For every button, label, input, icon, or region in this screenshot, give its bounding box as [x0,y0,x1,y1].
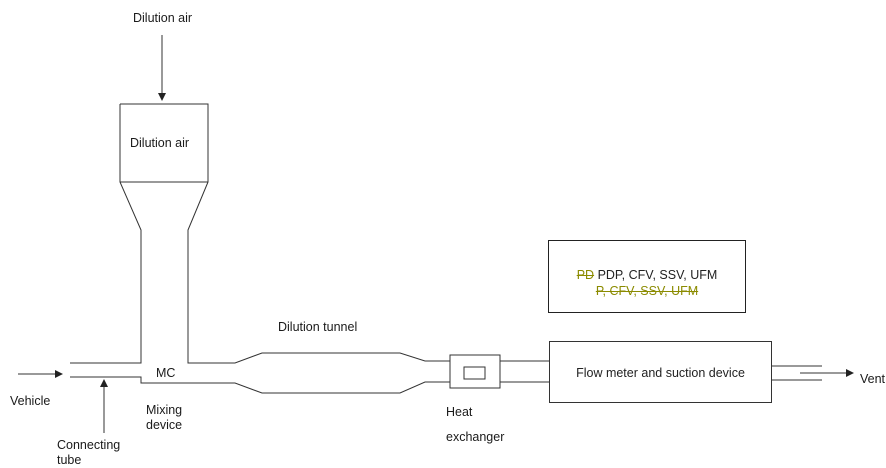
vent-label: Vent [860,372,886,386]
dilution-tunnel-label: Dilution tunnel [278,320,358,334]
deleted-types: P, CFV, SSV, UFM [595,284,699,298]
flow-meter-box: Flow meter and suction device [549,341,772,403]
tunnel-upper-wall [120,103,450,364]
current-types: PDP, CFV, SSV, UFM [597,268,718,282]
heat-exchanger-body [449,354,501,389]
dilution-air-box-label: Dilution air [130,136,190,150]
heat-label: Heat [446,405,473,419]
mixing-upper-wall [70,104,142,364]
legend-line-1: PD PDP, CFV, SSV, UFM [549,268,745,282]
heat-exchanger-core [463,366,486,380]
mc-label: MC [156,366,176,380]
flow-meter-label: Flow meter and suction device [576,366,745,380]
dilution-air-top-label: Dilution air [133,11,193,25]
exchanger-label: exchanger [446,430,505,444]
deleted-prefix: PD [576,268,595,282]
tunnel-lower-wall [70,376,450,394]
connecting-tube-label: Connecting tube [57,438,121,467]
legend-line-2: P, CFV, SSV, UFM [549,284,745,298]
mixing-device-label: Mixing device [146,403,183,432]
flow-meter-types-box: PD PDP, CFV, SSV, UFM P, CFV, SSV, UFM [548,240,746,313]
vehicle-label: Vehicle [10,394,51,408]
